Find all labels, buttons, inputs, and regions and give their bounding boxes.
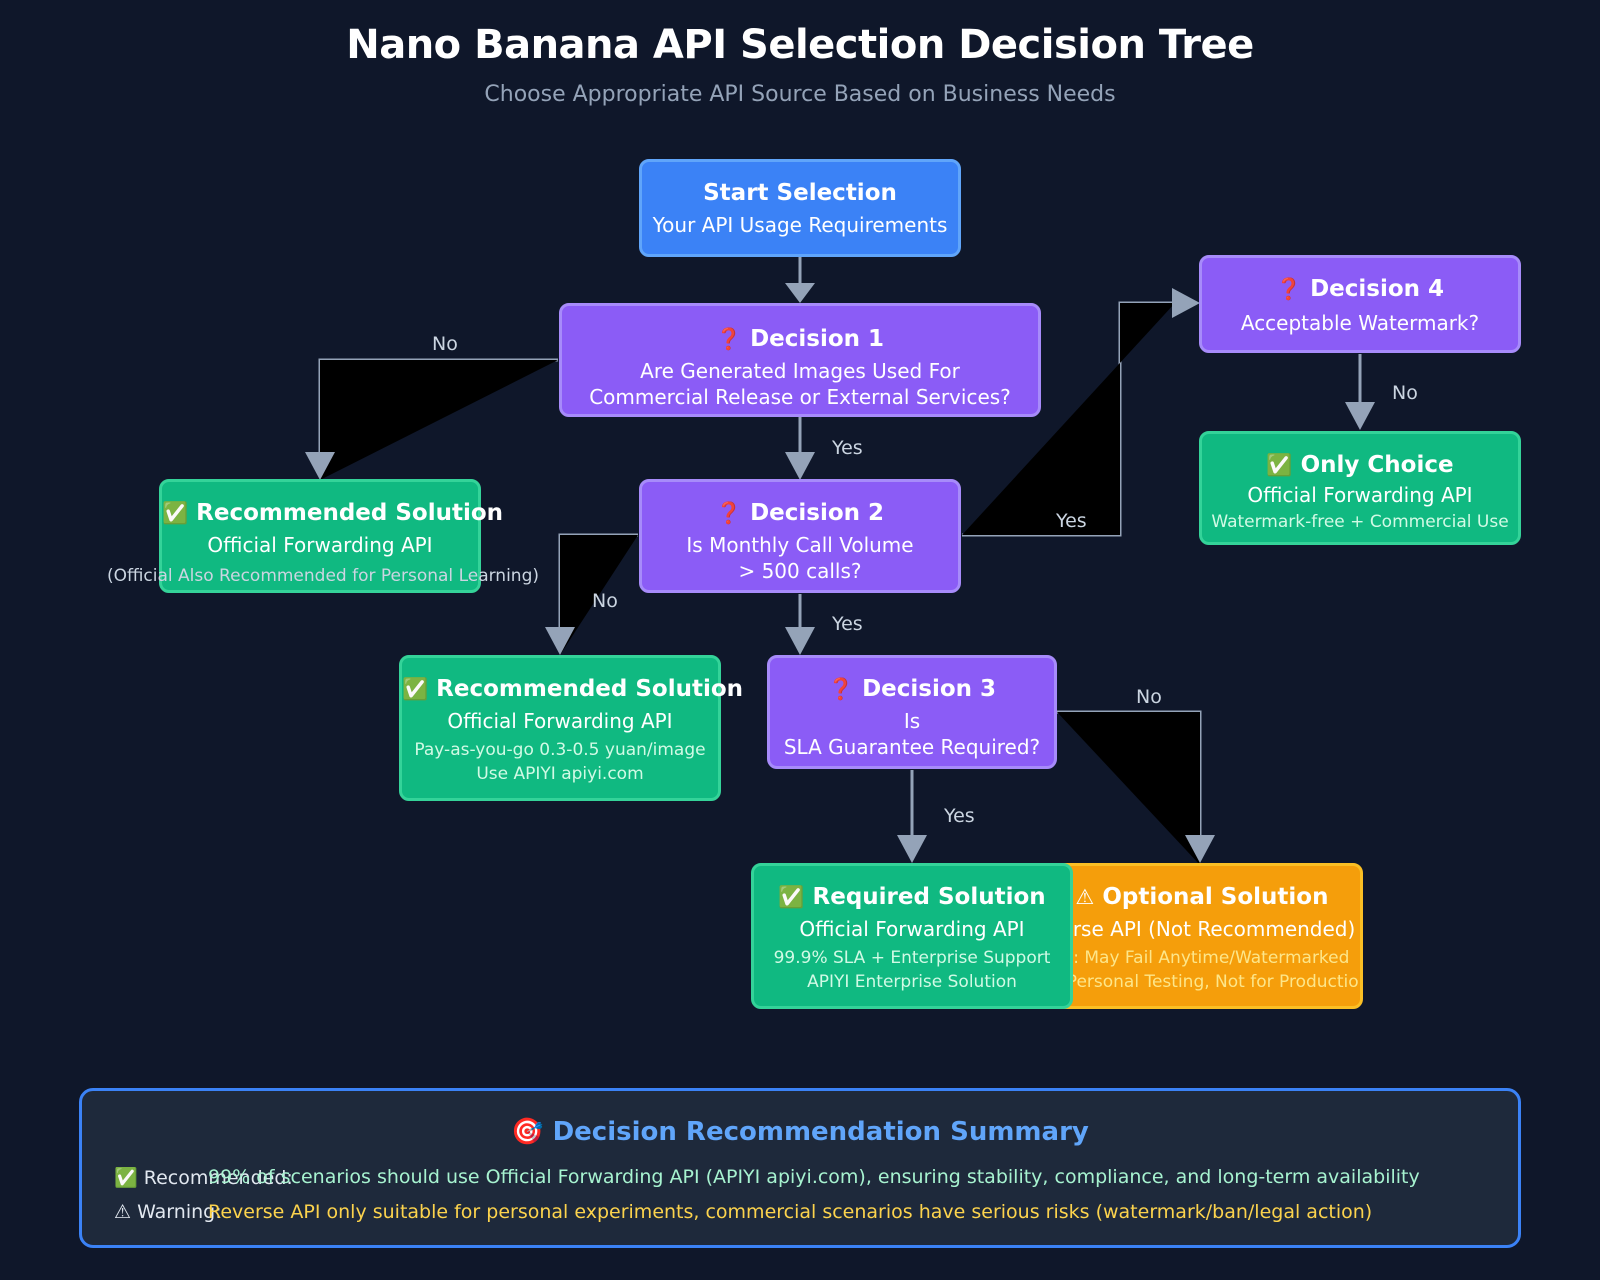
rec-mid-note2: Use APIYI apiyi.com (476, 764, 644, 784)
decision-3-line2: SLA Guarantee Required? (783, 735, 1041, 759)
only-choice-note: Watermark-free + Commercial Use (1211, 512, 1509, 532)
decision-2-title: Decision 2 (750, 500, 885, 526)
target-icon: 🎯 (511, 1117, 544, 1147)
required-note1: 99.9% SLA + Enterprise Support (773, 948, 1051, 968)
arrowhead (785, 283, 815, 303)
start-node: Start Selection Your API Usage Requireme… (639, 159, 961, 257)
required-solution-node: ✅ Required Solution Official Forwarding … (751, 863, 1073, 1009)
decision-1-title: Decision 1 (750, 326, 885, 352)
warning-icon: ⚠ (1075, 885, 1095, 909)
rec-mid-note1: Pay-as-you-go 0.3-0.5 yuan/image (414, 740, 706, 760)
arrowhead (785, 452, 815, 480)
question-icon: ❓ (715, 327, 743, 351)
decision-4-title: Decision 4 (1310, 276, 1445, 302)
decision-2-line1: Is Monthly Call Volume (686, 533, 914, 557)
recommended-solution-left: ✅ Recommended Solution Official Forwardi… (107, 479, 539, 593)
arrowhead (545, 627, 575, 655)
start-node-title: Start Selection (703, 180, 897, 206)
decision-1-line1: Are Generated Images Used For (640, 359, 960, 383)
arrowhead (897, 835, 927, 863)
question-icon: ❓ (715, 501, 743, 525)
decision-1-line2: Commercial Release or External Services? (589, 385, 1011, 409)
artifact-d2-right (962, 303, 1175, 535)
arrowhead (305, 452, 335, 480)
warning-icon: ⚠ (114, 1201, 132, 1223)
rec-mid-subtitle: Official Forwarding API (447, 709, 673, 733)
arrowhead (1345, 402, 1375, 430)
rec-left-title: Recommended Solution (196, 500, 504, 526)
diagram-subtitle: Choose Appropriate API Source Based on B… (484, 82, 1116, 107)
required-note2: APIYI Enterprise Solution (807, 972, 1017, 992)
decision-2-node: ❓ Decision 2 Is Monthly Call Volume > 50… (639, 479, 961, 593)
check-icon: ✅ (1266, 453, 1293, 477)
check-icon: ✅ (778, 885, 805, 909)
artifact-d1 (320, 360, 558, 480)
decision-4-node: ❓ Decision 4 Acceptable Watermark? (1199, 255, 1521, 353)
required-subtitle: Official Forwarding API (799, 917, 1025, 941)
question-icon: ❓ (1275, 277, 1303, 301)
optional-note1: sk: May Fail Anytime/Watermarked (1054, 948, 1350, 968)
decision-1-node: ❓ Decision 1 Are Generated Images Used F… (559, 303, 1041, 417)
decision-3-title: Decision 3 (862, 676, 997, 702)
optional-subtitle: verse API (Not Recommended) (1048, 917, 1356, 941)
diagram-title: Nano Banana API Selection Decision Tree (346, 22, 1254, 68)
rec-left-subtitle: Official Forwarding API (207, 533, 433, 557)
optional-title: Optional Solution (1102, 884, 1329, 910)
optional-solution-node: ⚠ Optional Solution verse API (Not Recom… (1041, 863, 1363, 1009)
summary-panel: 🎯 Decision Recommendation Summary ✅ Reco… (79, 1088, 1521, 1248)
decision-2-line2: > 500 calls? (738, 559, 862, 583)
edge-label-d1-no: No (432, 333, 458, 355)
summary-title-row: 🎯 Decision Recommendation Summary (82, 1117, 1518, 1147)
only-choice-subtitle: Official Forwarding API (1247, 483, 1473, 507)
summary-warning-label: Warning: (137, 1201, 222, 1223)
check-icon: ✅ (114, 1167, 138, 1189)
summary-warning-text: Reverse API only suitable for personal e… (208, 1201, 1373, 1223)
summary-recommended-text: 99% of scenarios should use Official For… (208, 1166, 1420, 1188)
summary-warning-row: ⚠ Warning: Reverse API only suitable for… (114, 1201, 1372, 1223)
edge-label-d3-yes: Yes (944, 805, 975, 827)
start-node-subtitle: Your API Usage Requirements (652, 213, 948, 237)
arrowhead (1185, 835, 1215, 863)
decision-4-line1: Acceptable Watermark? (1240, 311, 1480, 335)
only-choice-node: ✅ Only Choice Official Forwarding API Wa… (1199, 431, 1521, 545)
edge-label-d2-yes-right: Yes (1056, 510, 1087, 532)
required-title: Required Solution (812, 884, 1046, 910)
edge-label-d1-yes: Yes (832, 437, 863, 459)
edge-label-d2-no: No (592, 590, 618, 612)
edge-label-d4-no: No (1392, 382, 1418, 404)
check-icon: ✅ (402, 677, 429, 701)
decision-3-node: ❓ Decision 3 Is SLA Guarantee Required? (767, 655, 1057, 769)
artifact-d3 (1057, 712, 1200, 865)
edge-label-d2-yes-down: Yes (832, 613, 863, 635)
edge-label-d3-no: No (1136, 686, 1162, 708)
rec-left-note: (Official Also Recommended for Personal … (106, 566, 539, 586)
rec-mid-title: Recommended Solution (436, 676, 744, 702)
question-icon: ❓ (827, 677, 855, 701)
check-icon: ✅ (162, 501, 189, 525)
optional-note2: or Personal Testing, Not for Production (1044, 972, 1363, 992)
only-choice-title: Only Choice (1300, 452, 1454, 478)
arrowhead (785, 627, 815, 655)
summary-title: Decision Recommendation Summary (552, 1117, 1089, 1147)
summary-recommended-label: Recommended: (143, 1167, 293, 1189)
decision-3-line1: Is (903, 709, 921, 733)
artifact-d2-left (560, 535, 638, 655)
recommended-solution-mid: ✅ Recommended Solution Official Forwardi… (399, 655, 743, 801)
summary-recommended-row: ✅ Recommended: 99% of scenarios should u… (114, 1166, 1420, 1189)
arrowhead (1172, 288, 1200, 318)
